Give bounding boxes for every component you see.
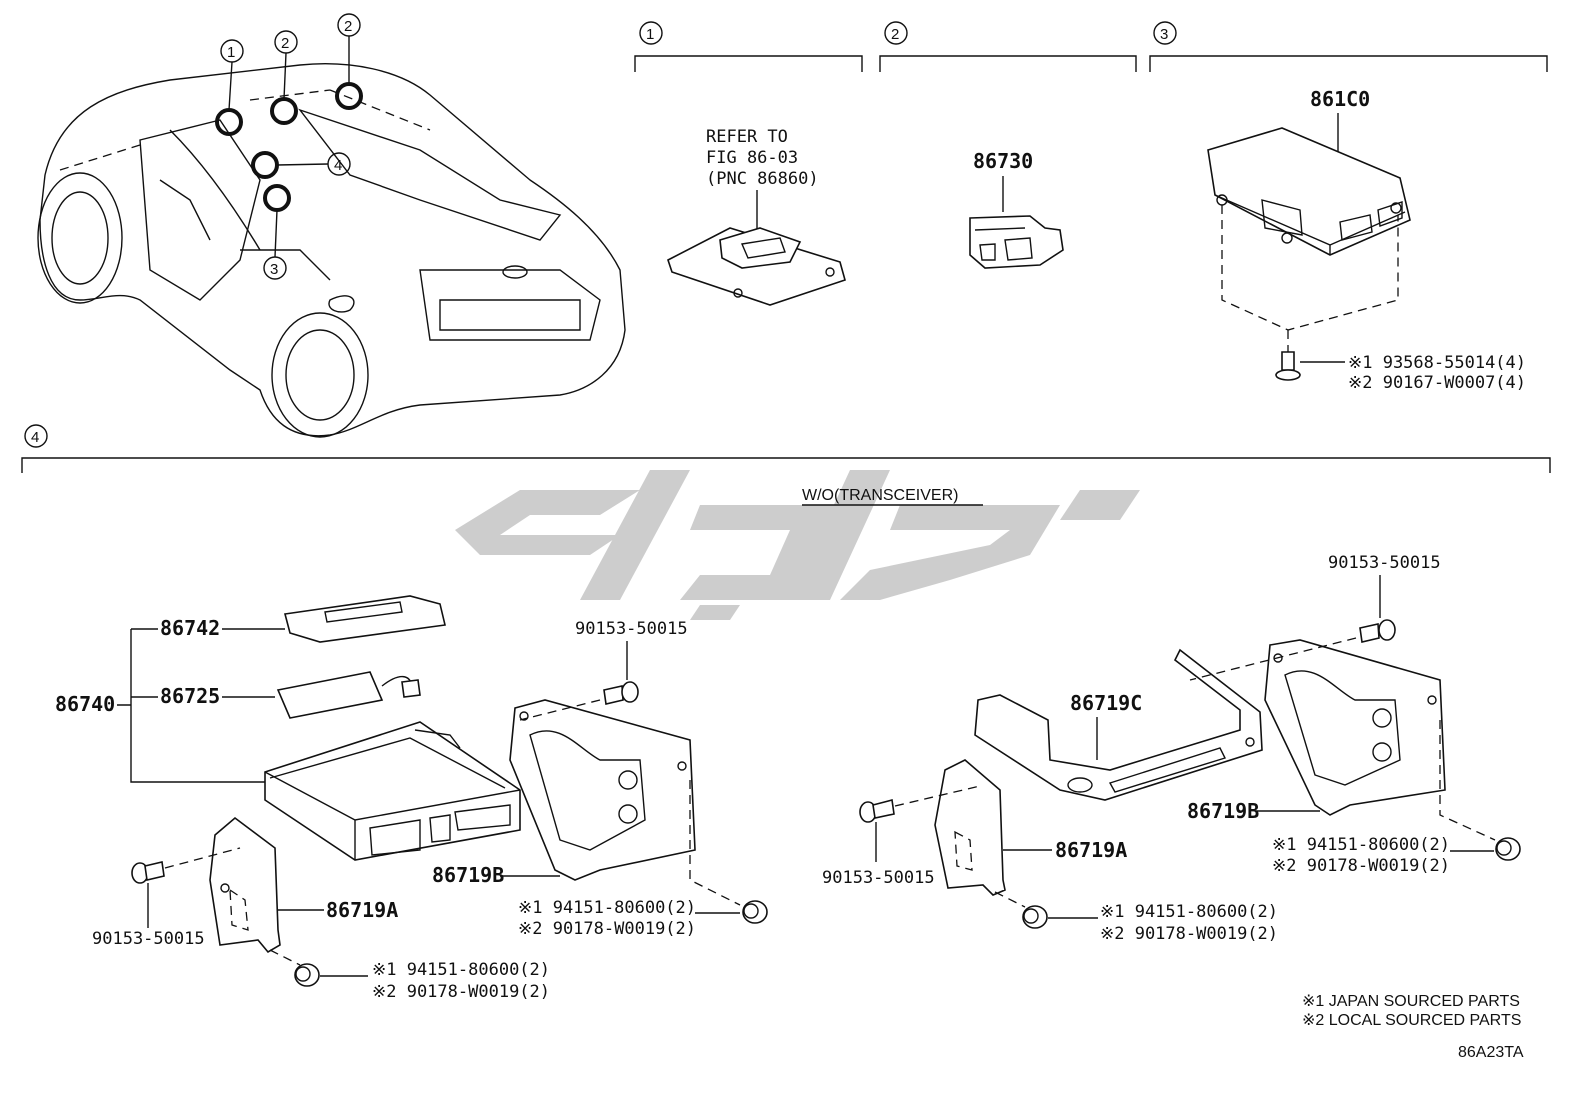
- refer-line-2: FIG 86-03: [706, 148, 798, 168]
- section-header-3: 3: [1149, 21, 1548, 72]
- nut-left-bracket-illustration: [742, 900, 768, 924]
- nut-left-bracket-line2: ※2 90178-W0019(2): [518, 919, 696, 939]
- bracket-86719B-right-illustration: [1264, 639, 1446, 816]
- part-86725-illustration: [276, 671, 421, 719]
- section-header-2: 2: [879, 21, 1137, 72]
- nut-right-lower-illustration: [1022, 905, 1048, 929]
- bolt-right-mid-label: 90153-50015: [822, 868, 935, 888]
- ecu-module-illustration: [667, 227, 846, 306]
- nut-left-bracket-line1: ※1 94151-80600(2): [518, 898, 696, 918]
- part-86719B-right-label: 86719B: [1187, 799, 1259, 823]
- bolt-left-bottom-illustration: [131, 861, 165, 884]
- car-callouts: 1 2 2 3 4: [215, 13, 363, 280]
- bolt-right-mid-illustration: [859, 798, 895, 823]
- section-header-4: 4: [21, 424, 1551, 473]
- screw-861C0-line2: ※2 90167-W0007(4): [1348, 373, 1526, 393]
- part-86719C-label: 86719C: [1070, 691, 1142, 715]
- part-86730-label: 86730: [973, 149, 1033, 173]
- bolt-left-top-illustration: [603, 681, 639, 705]
- section-header-1: 1: [634, 21, 863, 72]
- nut-right-lower-line2: ※2 90178-W0019(2): [1100, 924, 1278, 944]
- car-callout-1: 1: [227, 44, 235, 61]
- section-num-3: 3: [1160, 26, 1168, 43]
- screw-861C0-illustration: [1275, 351, 1301, 381]
- nut-left-bottom-illustration: [294, 963, 320, 987]
- bracket-86719B-left-illustration: [509, 699, 696, 881]
- figure-code: 86A23TA: [1458, 1044, 1524, 1061]
- refer-note: REFER TO FIG 86-03 (PNC 86860): [706, 127, 819, 240]
- bracket-86719A-right-illustration: [934, 759, 1006, 896]
- part-86719A-right-label: 86719A: [1055, 838, 1127, 862]
- nut-right-upper-line1: ※1 94151-80600(2): [1272, 835, 1450, 855]
- bolt-left-bottom-label: 90153-50015: [92, 929, 205, 949]
- section-num-1: 1: [646, 26, 654, 43]
- nut-right-upper-illustration: [1495, 837, 1521, 861]
- car-callout-4: 4: [334, 157, 342, 174]
- part-86742-label: 86742: [160, 616, 220, 640]
- bolt-right-top-illustration: [1359, 619, 1396, 643]
- section-num-4: 4: [31, 429, 39, 446]
- legend-local: ※2 LOCAL SOURCED PARTS: [1302, 1012, 1521, 1029]
- car-callout-2a: 2: [281, 35, 289, 52]
- nut-left-bottom-line1: ※1 94151-80600(2): [372, 960, 550, 980]
- legend-japan: ※1 JAPAN SOURCED PARTS: [1302, 993, 1520, 1010]
- car-callout-2b: 2: [344, 18, 352, 35]
- bolt-right-top-label: 90153-50015: [1328, 553, 1441, 573]
- part-861C0-illustration: [1207, 127, 1411, 256]
- bracket-86719C-illustration: [974, 648, 1263, 801]
- part-86719A-left-label: 86719A: [326, 898, 398, 922]
- part-86725-label: 86725: [160, 684, 220, 708]
- bracket-86719A-left-illustration: [209, 816, 281, 954]
- section-num-2: 2: [891, 26, 899, 43]
- nut-right-upper-line2: ※2 90178-W0019(2): [1272, 856, 1450, 876]
- refer-line-3: (PNC 86860): [706, 169, 819, 189]
- nut-right-lower-line1: ※1 94151-80600(2): [1100, 902, 1278, 922]
- part-86730-illustration: [969, 215, 1064, 269]
- part-861C0-label: 861C0: [1310, 87, 1370, 111]
- refer-line-1: REFER TO: [706, 127, 788, 147]
- part-86740-label: 86740: [55, 692, 115, 716]
- part-86719B-left-label: 86719B: [432, 863, 504, 887]
- car-callout-3: 3: [270, 261, 278, 278]
- nut-left-bottom-line2: ※2 90178-W0019(2): [372, 982, 550, 1002]
- vehicle-illustration: [37, 63, 626, 438]
- part-86740-box-illustration: [264, 721, 521, 861]
- screw-861C0-line1: ※1 93568-55014(4): [1348, 353, 1526, 373]
- variant-label: W/O(TRANSCEIVER): [802, 487, 958, 504]
- watermark-logo: [455, 470, 1140, 620]
- part-86742-illustration: [283, 595, 446, 643]
- bolt-left-top-label: 90153-50015: [575, 619, 688, 639]
